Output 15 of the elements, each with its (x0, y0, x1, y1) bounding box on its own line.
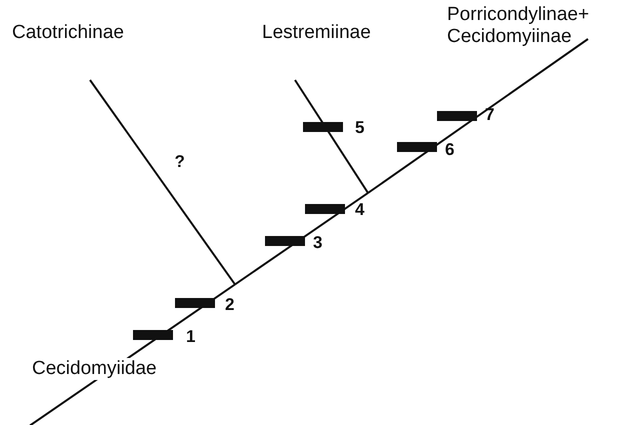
edge-label: ? (174, 152, 185, 172)
taxon-label: Catotrichinae (12, 22, 162, 44)
taxon-label: Lestremiinae (262, 22, 402, 44)
character-number: 3 (313, 233, 322, 253)
taxon-label: Porricondylinae+ Cecidomyiinae (447, 4, 607, 48)
character-number: 2 (225, 295, 234, 315)
character-number: 4 (355, 200, 364, 220)
character-number: 1 (186, 327, 196, 347)
tree-branch (234, 192, 369, 286)
character-number: 5 (355, 118, 364, 138)
tree-branch (294, 79, 369, 194)
clade-label: Cecidomyiidae (30, 358, 159, 380)
character-number: 6 (445, 140, 454, 160)
tree-branch (367, 38, 589, 194)
tree-branch (89, 79, 236, 286)
